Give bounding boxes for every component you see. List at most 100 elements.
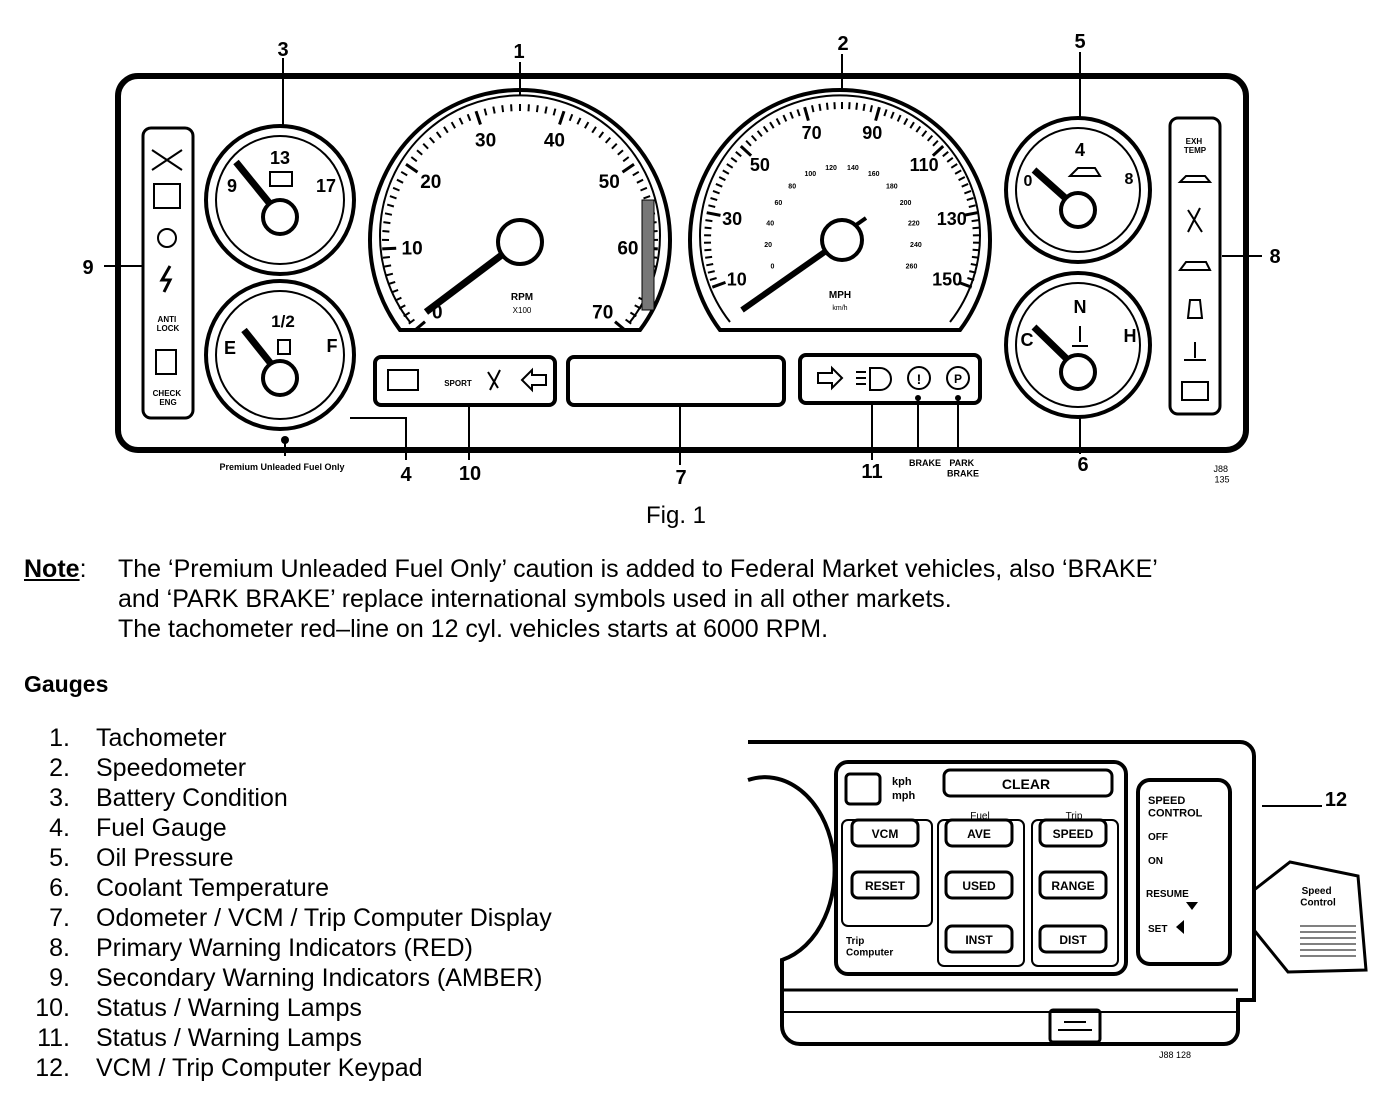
park-brake-label: PARK BRAKE bbox=[947, 458, 979, 478]
resume-label: RESUME bbox=[1146, 889, 1189, 900]
speedometer-tick bbox=[803, 106, 810, 122]
speedometer-tick bbox=[896, 114, 902, 122]
speedometer-tick bbox=[769, 121, 775, 129]
off-label: OFF bbox=[1148, 832, 1168, 843]
tachometer-redline bbox=[641, 199, 655, 311]
coolant-gauge-inner bbox=[1015, 282, 1141, 408]
speedometer-tick bbox=[862, 103, 866, 111]
speedometer-tick-label: 150 bbox=[932, 269, 962, 289]
tachometer-tick bbox=[398, 304, 406, 310]
gauge-list-item: 5.Oil Pressure bbox=[24, 844, 233, 873]
on-label: ON bbox=[1148, 856, 1163, 867]
stalk-grip-lines bbox=[1300, 925, 1356, 957]
tachometer-tick bbox=[408, 318, 415, 325]
range-button[interactable] bbox=[1038, 870, 1108, 900]
fuel-gauge-empty: E bbox=[224, 338, 236, 358]
speed-button[interactable] bbox=[1038, 818, 1108, 848]
tachometer-tick bbox=[474, 110, 482, 125]
used-button[interactable] bbox=[944, 870, 1014, 900]
speedometer-kmh-label: 80 bbox=[788, 183, 796, 190]
speedometer-tick bbox=[782, 114, 788, 122]
tachometer-tick bbox=[396, 178, 404, 184]
callout-6: 6 bbox=[1077, 454, 1088, 476]
range-button-label: RANGE bbox=[1051, 879, 1094, 893]
speedometer-kmh-label: 200 bbox=[900, 200, 912, 207]
gauge-list-number: 5. bbox=[49, 844, 70, 872]
oil-can-icon bbox=[1177, 175, 1213, 183]
gauge-list-number: 4. bbox=[49, 814, 70, 842]
tachometer-tick bbox=[450, 121, 456, 129]
callout-8: 8 bbox=[1269, 246, 1280, 268]
inst-button[interactable] bbox=[944, 924, 1014, 954]
speedometer-hub bbox=[820, 218, 864, 262]
reset-button[interactable] bbox=[850, 870, 920, 900]
dist-button[interactable] bbox=[1038, 924, 1108, 954]
lamp-icon bbox=[1058, 1021, 1092, 1031]
coolant-gauge: C N H bbox=[1004, 271, 1152, 419]
tachometer-multiplier: X100 bbox=[513, 306, 532, 315]
vcm-button[interactable] bbox=[850, 818, 920, 848]
speedometer-kmh-label: 20 bbox=[764, 242, 772, 249]
text-line: CONTROL bbox=[1148, 808, 1203, 820]
tachometer-tick bbox=[611, 143, 618, 150]
fuel-caution-dot bbox=[281, 436, 289, 444]
trip-header: Trip bbox=[1066, 811, 1083, 822]
speedometer-tick bbox=[909, 121, 915, 129]
tachometer-tick bbox=[405, 163, 419, 174]
callout-3: 3 bbox=[277, 39, 288, 61]
oil-can-icon bbox=[1067, 167, 1102, 177]
brake-label: BRAKE bbox=[909, 458, 941, 468]
ref-code-top: J88 135 bbox=[1213, 464, 1230, 484]
tachometer-tick bbox=[428, 136, 436, 144]
speedometer-tick bbox=[926, 134, 934, 142]
park-brake-glyph: P bbox=[954, 372, 962, 386]
tachometer-tick bbox=[400, 170, 408, 177]
speedometer-tick bbox=[711, 280, 727, 289]
gauge-list-label: VCM / Trip Computer Keypad bbox=[96, 1054, 423, 1082]
oil-gauge-inner bbox=[1015, 127, 1141, 253]
tachometer-tick bbox=[544, 106, 548, 114]
clear-button[interactable] bbox=[942, 768, 1114, 798]
ave-button[interactable] bbox=[944, 818, 1014, 848]
speedometer-tick bbox=[890, 111, 895, 119]
note-label: Note bbox=[24, 555, 80, 583]
tachometer-needle bbox=[423, 242, 518, 315]
speedometer-tick bbox=[825, 102, 829, 110]
speedometer-tick bbox=[958, 176, 966, 182]
gauge-list-item: 12.VCM / Trip Computer Keypad bbox=[24, 1054, 422, 1083]
set-label: SET bbox=[1148, 924, 1167, 935]
speedometer-tick bbox=[705, 219, 713, 223]
dist-button-label: DIST bbox=[1059, 933, 1087, 947]
speedometer-tick bbox=[903, 118, 909, 126]
units-toggle-button[interactable] bbox=[844, 772, 882, 806]
speedometer-tick bbox=[915, 125, 922, 133]
speedometer-tick bbox=[722, 169, 730, 175]
speed-control-stalk[interactable] bbox=[1252, 860, 1368, 974]
tachometer-tick bbox=[621, 163, 635, 174]
gauge-list-label: Coolant Temperature bbox=[96, 874, 330, 902]
tachometer-tick-label: 50 bbox=[599, 172, 620, 193]
screen-icon bbox=[153, 183, 181, 209]
tachometer-tick bbox=[410, 156, 418, 163]
speedometer-tick-label: 90 bbox=[862, 123, 882, 143]
cross-icon bbox=[151, 149, 183, 171]
sport-label: SPORT bbox=[444, 379, 472, 388]
speedometer-tick bbox=[971, 255, 979, 259]
tachometer-tick bbox=[413, 320, 426, 332]
gauges-heading: Gauges bbox=[24, 671, 109, 697]
primary-indicator-strip bbox=[1168, 116, 1222, 416]
keypad-lamp bbox=[1048, 1008, 1102, 1044]
speedometer-tick bbox=[712, 189, 720, 195]
speedometer-kmh-label: 220 bbox=[908, 220, 920, 227]
speedometer-tick bbox=[706, 263, 714, 267]
speedometer-tick bbox=[970, 263, 978, 267]
kph-label: kph bbox=[892, 776, 912, 788]
park-brake-leader-dot bbox=[955, 395, 961, 401]
left-arrow-icon bbox=[520, 367, 547, 393]
text-line: ENG bbox=[159, 398, 176, 407]
tachometer-tick bbox=[392, 186, 400, 192]
coolant-gauge-normal: N bbox=[1074, 297, 1087, 317]
ave-button-label: AVE bbox=[967, 827, 991, 841]
speed-button-label: SPEED bbox=[1053, 827, 1094, 841]
